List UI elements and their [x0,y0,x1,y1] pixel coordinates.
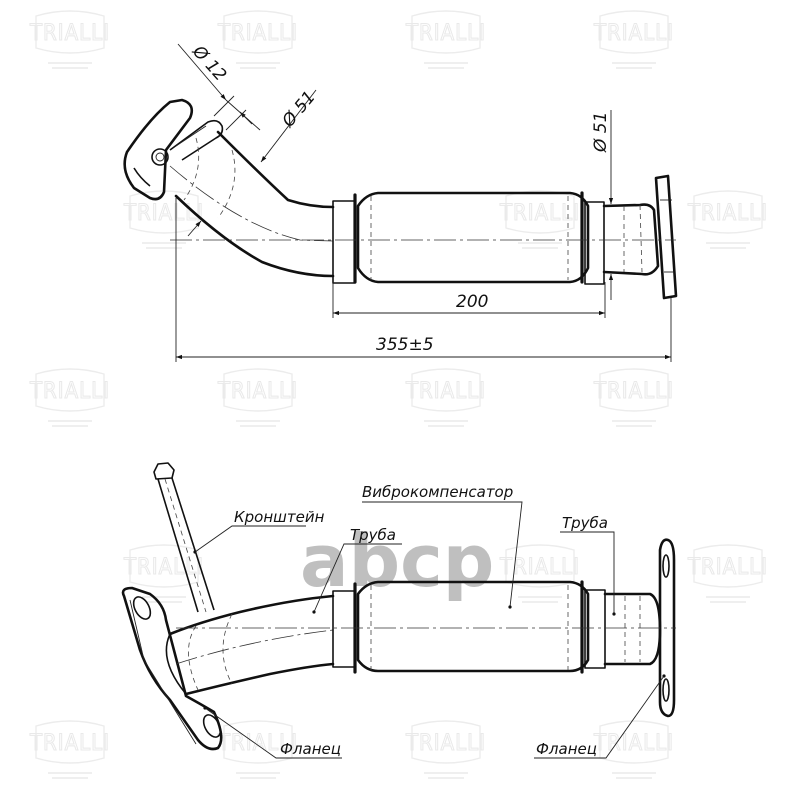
top-flex-joint [332,191,605,285]
label-pipe-left: Труба [350,526,396,544]
svg-text:Ø 51: Ø 51 [591,112,611,153]
label-pipe-right: Труба [562,514,608,532]
abcp-watermark-logo: abcp [300,519,494,603]
label-flange-left: Фланец [280,740,341,758]
watermark-grid [28,10,769,780]
svg-text:Ø 51: Ø 51 [278,87,320,132]
bottom-left-flange [121,586,223,751]
label-flex-joint: Виброкомпенсатор [362,483,513,501]
bottom-bent-pipe [165,594,335,696]
bracket-rod [153,462,215,613]
svg-text:200: 200 [456,292,488,312]
top-left-flange [123,98,224,201]
top-right-pipe [602,174,678,300]
callouts: Кронштейн Виброкомпенсатор Труба Труба Ф… [193,483,666,759]
top-view: Ø 12 Ø 51 Ø 51 200 355±5 [123,41,678,362]
label-flange-right: Фланец [536,740,597,758]
top-bent-pipe [169,130,335,278]
bottom-right-pipe [603,538,676,718]
bottom-view: Кронштейн Виброкомпенсатор Труба Труба Ф… [121,462,676,759]
label-bracket: Кронштейн [234,508,325,526]
svg-text:355±5: 355±5 [376,335,434,355]
